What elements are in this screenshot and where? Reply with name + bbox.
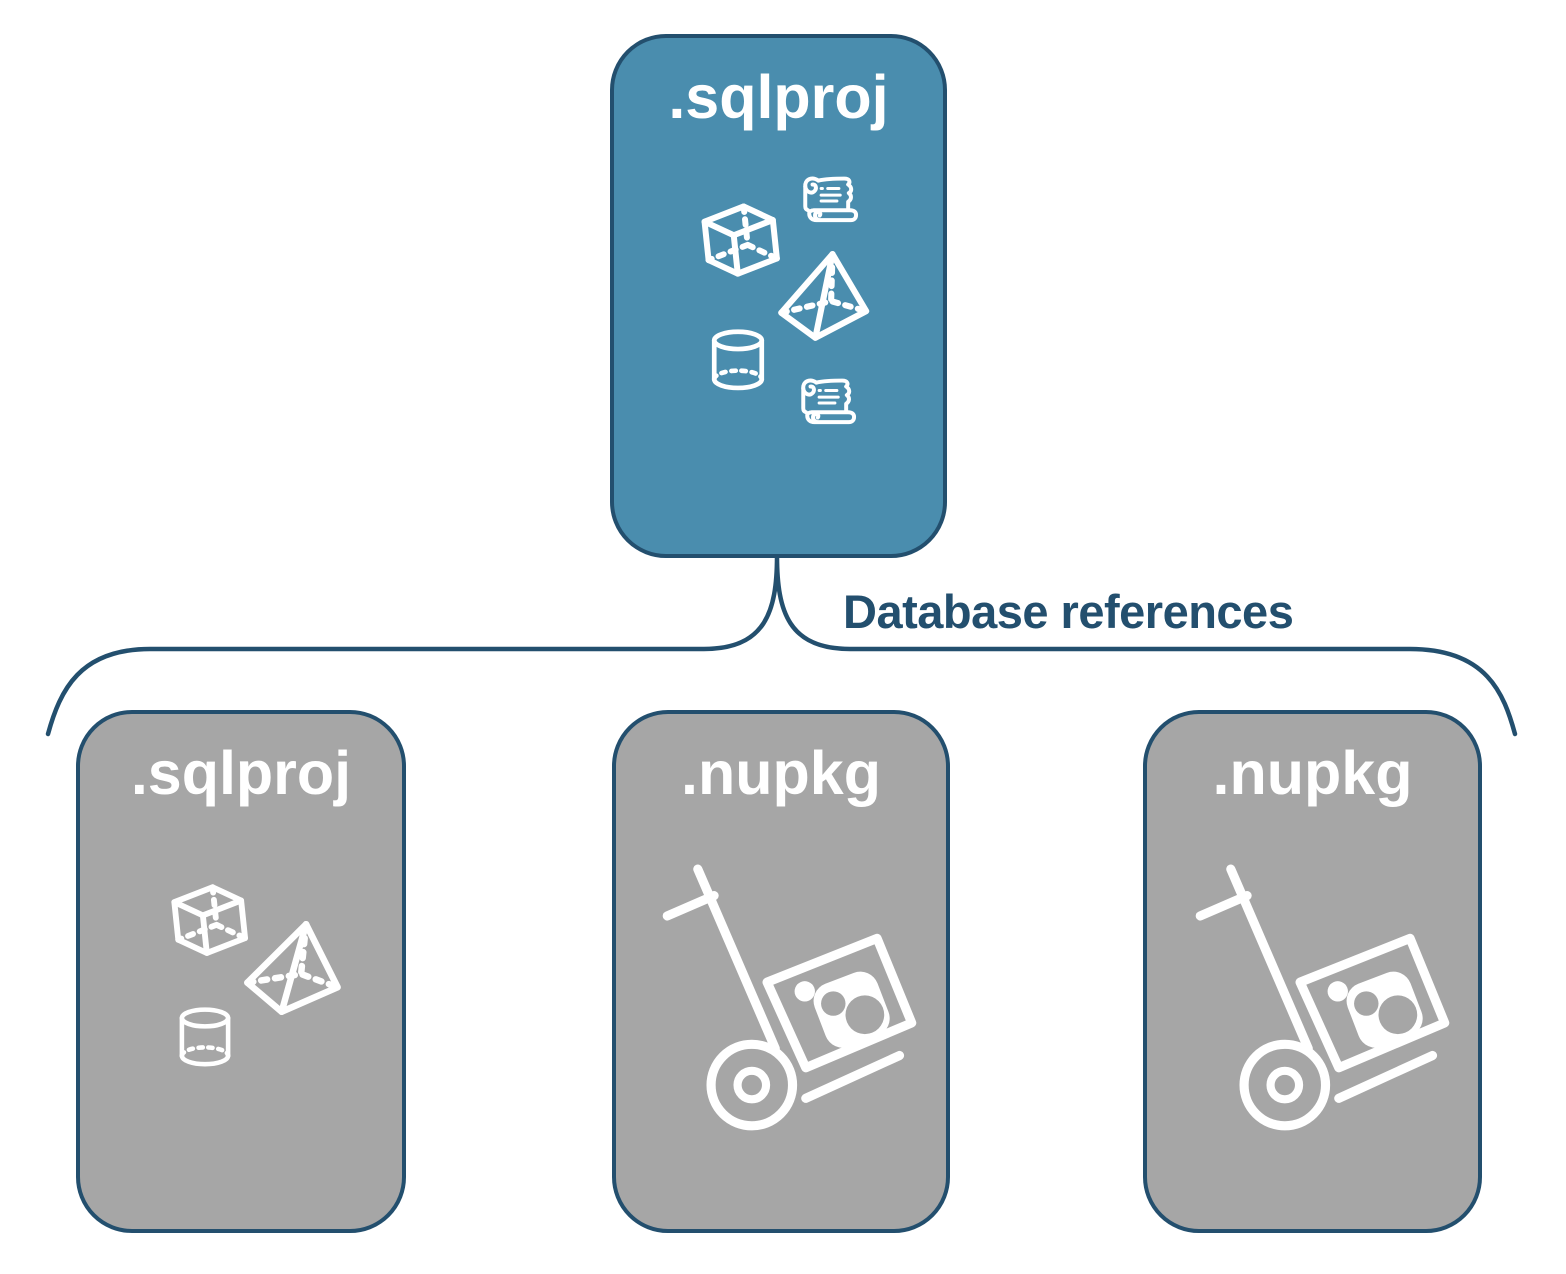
cube-icon: [164, 877, 254, 967]
connector-label: Database references: [843, 585, 1294, 638]
pyramid-icon: [772, 248, 876, 342]
card-nupkg-2: .nupkg: [1143, 710, 1482, 1233]
card-nupkg-1: .nupkg: [612, 710, 950, 1233]
cube-icon: [694, 196, 786, 288]
card-sqlproj-root: .sqlproj: [610, 34, 947, 558]
cylinder-icon: [170, 994, 240, 1084]
hand-truck-package-icon: [660, 862, 920, 1137]
scroll-icon: [796, 370, 862, 440]
pyramid-icon: [240, 917, 348, 1017]
scroll-icon: [798, 168, 864, 238]
card-title: .nupkg: [1212, 739, 1413, 807]
hand-truck-package-icon: [1193, 862, 1453, 1137]
card-sqlproj-child: .sqlproj: [76, 710, 406, 1233]
card-title: .sqlproj: [668, 63, 889, 131]
card-title: .nupkg: [681, 739, 881, 807]
card-title: .sqlproj: [130, 739, 352, 807]
cylinder-icon: [702, 316, 774, 408]
